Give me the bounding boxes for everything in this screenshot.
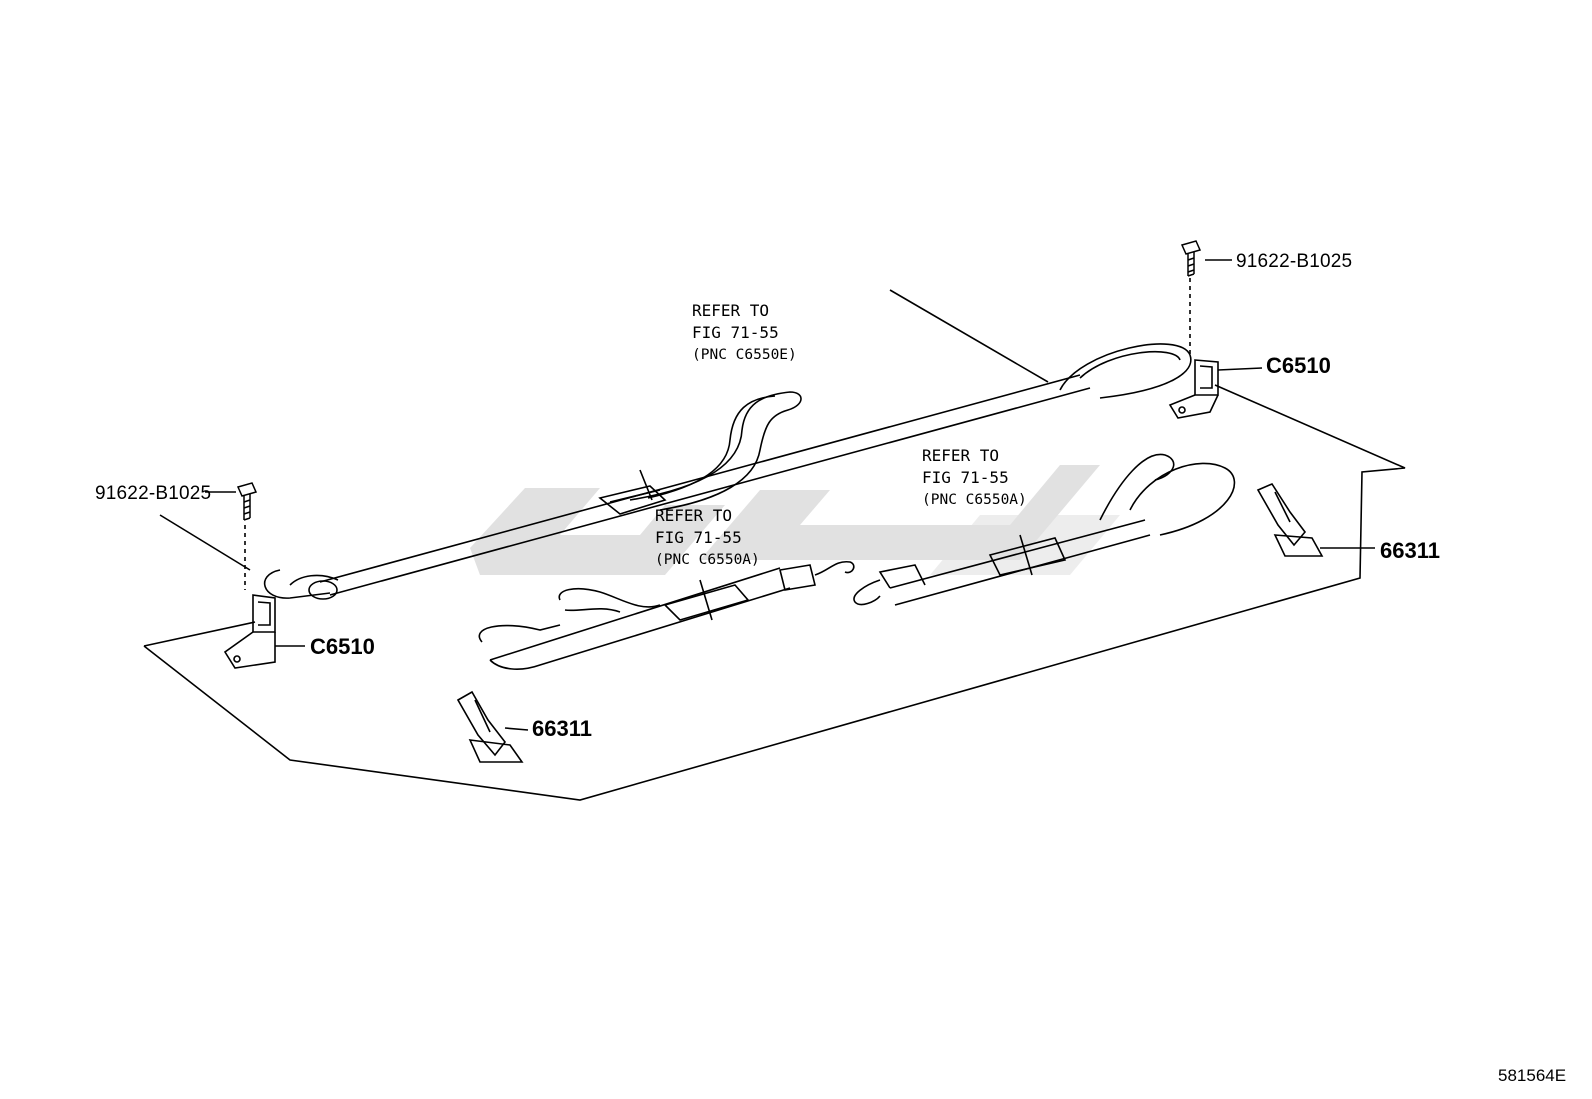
note-line: (PNC C6550A) <box>922 492 1027 508</box>
callout-hook-right: C6510 <box>1266 353 1331 378</box>
note-middle-strap: REFER TO FIG 71-55 (PNC C6550A) <box>655 505 760 571</box>
middle-cargo-strap <box>478 560 855 670</box>
callout-bolt-right: 91622-B1025 <box>1236 251 1353 272</box>
callout-bolt-left: 91622-B1025 <box>95 483 212 504</box>
loop-strap-c6550e <box>629 391 802 511</box>
note-line: (PNC C6550E) <box>692 347 797 363</box>
right-cargo-strap <box>853 453 1236 606</box>
clip-66311-right <box>1256 482 1375 557</box>
callout-clip-right: 66311 <box>1380 538 1440 563</box>
bolt-right <box>1180 240 1232 277</box>
callout-hook-left: C6510 <box>310 634 375 659</box>
drawing-code: 581564E <box>1498 1066 1567 1085</box>
note-line: REFER TO <box>655 506 733 525</box>
clip-66311-front <box>456 690 529 763</box>
note-line: (PNC C6550A) <box>655 552 760 568</box>
note-line: REFER TO <box>922 446 1000 465</box>
bolt-left <box>205 482 258 521</box>
c6510-hook-left <box>223 525 276 669</box>
long-cargo-strap <box>263 343 1192 600</box>
note-line: REFER TO <box>692 301 770 320</box>
note-right-strap: REFER TO FIG 71-55 (PNC C6550A) <box>922 445 1027 511</box>
note-line: FIG 71-55 <box>655 528 742 547</box>
note-top-strap: REFER TO FIG 71-55 (PNC C6550E) <box>692 300 797 366</box>
c6510-hook-right <box>1168 278 1219 419</box>
note-line: FIG 71-55 <box>692 323 779 342</box>
leader-c6510-right <box>1217 367 1263 371</box>
note-line: FIG 71-55 <box>922 468 1009 487</box>
callout-clip-front: 66311 <box>532 716 592 741</box>
cargo-floor-outline <box>143 289 1406 801</box>
